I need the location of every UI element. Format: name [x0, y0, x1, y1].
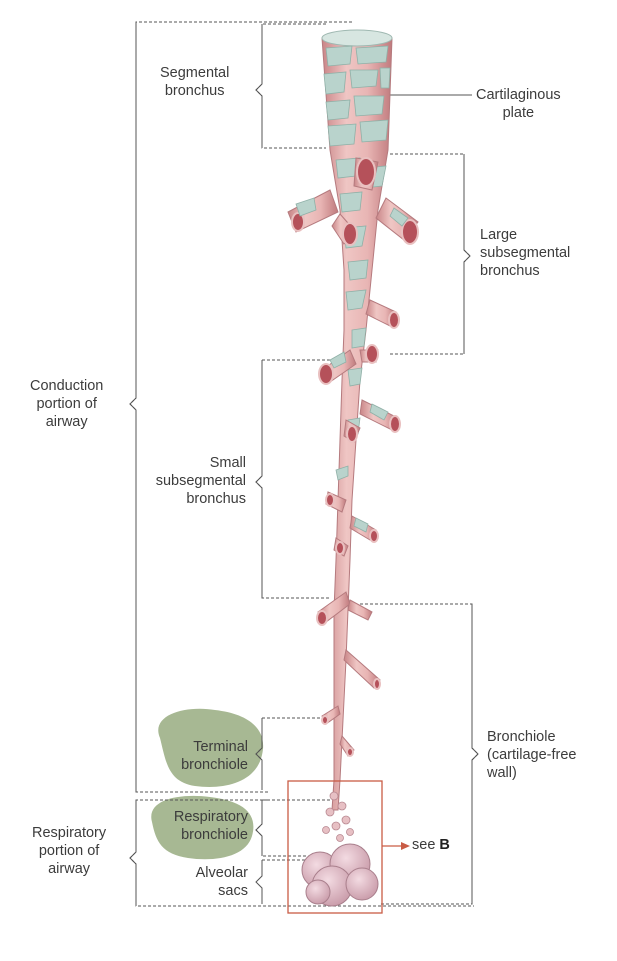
segmental-bracket: [255, 23, 326, 149]
alveolar-sacs-line2: sacs: [218, 883, 248, 899]
large-subsegmental-line1: Large: [480, 227, 518, 243]
alveolar-sacs-line1: Alveolar: [195, 865, 248, 881]
detail-callout-box: [287, 780, 383, 914]
label-small-subsegmental-bronchus: Small subsegmental bronchus: [140, 454, 246, 508]
respiratory-bronchiole-line2: bronchiole: [181, 827, 248, 843]
bronchus-illustration: [287, 29, 419, 907]
callout-arrow-head: [401, 842, 410, 850]
label-terminal-bronchiole: Terminal bronchiole: [150, 738, 248, 774]
respiratory-portion-line3: airway: [48, 861, 91, 877]
brackets: [129, 21, 479, 907]
segmental-bronchus-line2: bronchus: [164, 83, 225, 99]
alveolar-bracket: [255, 860, 263, 904]
label-respiratory-bronchiole: Respiratory bronchiole: [150, 808, 248, 844]
label-conduction-portion: Conduction portion of airway: [30, 377, 103, 431]
conduction-portion-line1: Conduction: [30, 378, 104, 394]
terminal-bronchiole-highlight: [158, 708, 264, 787]
small-subsegmental-line2: subsegmental: [155, 473, 246, 489]
bronchiole-line2: (cartilage-free: [487, 747, 577, 763]
label-large-subsegmental-bronchus: Large subsegmental bronchus: [480, 226, 570, 280]
respiratory-bronchiole-line1: Respiratory: [173, 809, 248, 825]
see-b-prefix: see: [412, 837, 436, 853]
bronchiole-line1: Bronchiole: [487, 729, 556, 745]
large-subsegmental-line3: bronchus: [480, 263, 540, 279]
label-respiratory-portion: Respiratory portion of airway: [32, 824, 106, 878]
bronchiole-bracket: [360, 603, 479, 905]
label-bronchiole: Bronchiole (cartilage-free wall): [487, 728, 576, 782]
small-subsegmental-line3: bronchus: [186, 491, 246, 507]
large-subsegmental-line2: subsegmental: [480, 245, 571, 261]
bronchiole-line3: wall): [487, 765, 517, 781]
see-b-target: B: [439, 837, 450, 853]
conduction-portion-line2: portion of: [36, 396, 97, 412]
conduction-portion-line3: airway: [45, 414, 88, 430]
cartilaginous-plate-line1: Cartilaginous: [476, 87, 561, 103]
respiratory-bronchiole-bracket: [255, 799, 330, 857]
small-subsegmental-line1: Small: [209, 455, 246, 471]
see-b-reference: see B: [412, 836, 450, 854]
label-cartilaginous-plate: Cartilaginous plate: [476, 86, 561, 122]
large-subsegmental-bracket: [390, 153, 471, 355]
label-segmental-bronchus: Segmental bronchus: [160, 64, 229, 100]
terminal-bracket: [255, 717, 330, 790]
small-subsegmental-bracket: [255, 359, 340, 599]
conduction-bracket: [129, 21, 352, 793]
alveolar-sacs-cluster: [301, 843, 379, 907]
respiratory-portion-line1: Respiratory: [32, 825, 107, 841]
cartilaginous-plate-line2: plate: [502, 105, 535, 121]
terminal-bronchiole-line2: bronchiole: [181, 757, 248, 773]
respiratory-bronchiole-highlight: [151, 795, 254, 860]
terminal-bronchiole-line1: Terminal: [193, 739, 248, 755]
label-alveolar-sacs: Alveolar sacs: [150, 864, 248, 900]
respiratory-portion-line2: portion of: [38, 843, 100, 859]
segmental-bronchus-line1: Segmental: [160, 65, 230, 81]
